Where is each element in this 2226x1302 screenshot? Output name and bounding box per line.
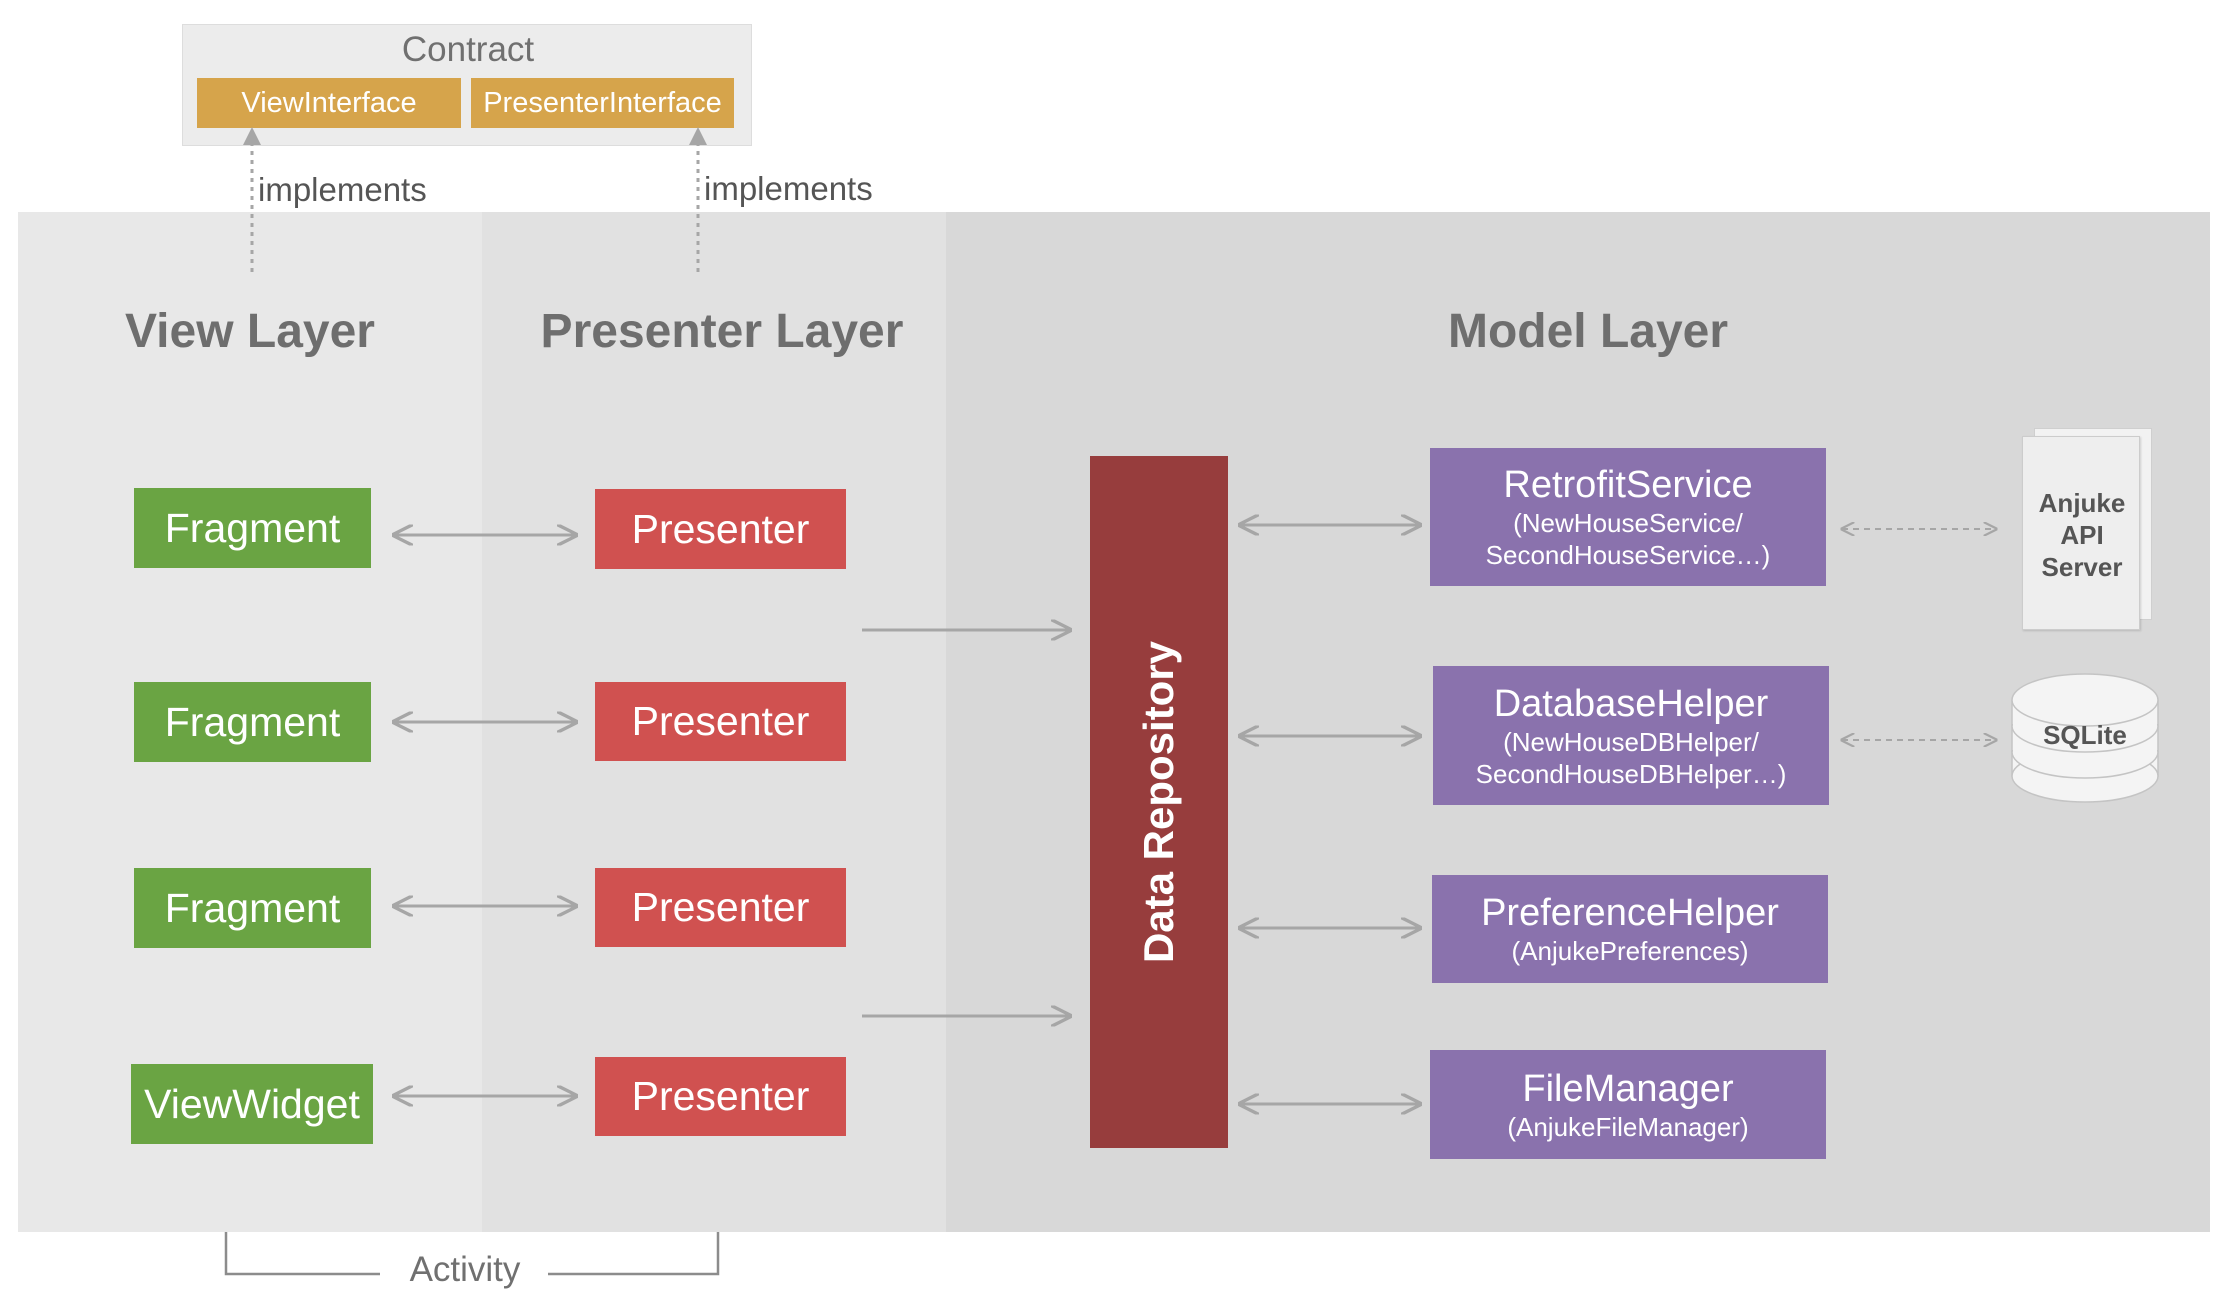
data-repository-box: Data Repository bbox=[1090, 456, 1228, 1148]
preference-helper-name: PreferenceHelper bbox=[1481, 892, 1779, 934]
preference-helper-box: PreferenceHelper (AnjukePreferences) bbox=[1432, 875, 1828, 983]
api-server-label: API bbox=[2060, 520, 2104, 550]
presenter-box: Presenter bbox=[595, 489, 846, 569]
presenter-box: Presenter bbox=[595, 1057, 846, 1136]
retrofit-service-box: RetrofitService (NewHouseService/ Second… bbox=[1430, 448, 1826, 586]
fragment-box: Fragment bbox=[134, 488, 371, 568]
database-helper-box: DatabaseHelper (NewHouseDBHelper/ Second… bbox=[1433, 666, 1829, 805]
retrofit-service-detail: SecondHouseService…) bbox=[1485, 540, 1771, 570]
sqlite-label: SQLite bbox=[2043, 720, 2127, 750]
implements-label-presenter: implements bbox=[704, 170, 873, 207]
presenter-box: Presenter bbox=[595, 868, 846, 947]
activity-bracket bbox=[224, 1232, 720, 1276]
presenter-layer-title: Presenter Layer bbox=[540, 305, 904, 358]
database-helper-detail: SecondHouseDBHelper…) bbox=[1475, 758, 1787, 789]
presenter-box: Presenter bbox=[595, 682, 846, 761]
view-widget-box: ViewWidget bbox=[131, 1064, 373, 1144]
api-server-doc: Anjuke API Server bbox=[2022, 436, 2140, 630]
retrofit-service-name: RetrofitService bbox=[1503, 464, 1753, 506]
activity-label: Activity bbox=[409, 1250, 521, 1289]
api-server-label: Anjuke bbox=[2038, 488, 2126, 518]
retrofit-service-detail: (NewHouseService/ bbox=[1513, 508, 1743, 538]
view-interface-box: ViewInterface bbox=[197, 78, 461, 128]
database-helper-detail: (NewHouseDBHelper/ bbox=[1503, 726, 1759, 757]
view-layer-title: View Layer bbox=[125, 305, 375, 358]
file-manager-name: FileManager bbox=[1522, 1067, 1734, 1110]
implements-label-view: implements bbox=[258, 171, 427, 208]
file-manager-box: FileManager (AnjukeFileManager) bbox=[1430, 1050, 1826, 1159]
preference-helper-detail: (AnjukePreferences) bbox=[1511, 936, 1749, 966]
presenter-interface-box: PresenterInterface bbox=[471, 78, 734, 128]
fragment-box: Fragment bbox=[134, 868, 371, 948]
model-layer-title: Model Layer bbox=[1447, 305, 1729, 358]
fragment-box: Fragment bbox=[134, 682, 371, 762]
contract-title: Contract bbox=[401, 30, 535, 69]
file-manager-detail: (AnjukeFileManager) bbox=[1507, 1111, 1749, 1142]
database-helper-name: DatabaseHelper bbox=[1493, 682, 1769, 725]
api-server-label: Server bbox=[2041, 552, 2123, 582]
